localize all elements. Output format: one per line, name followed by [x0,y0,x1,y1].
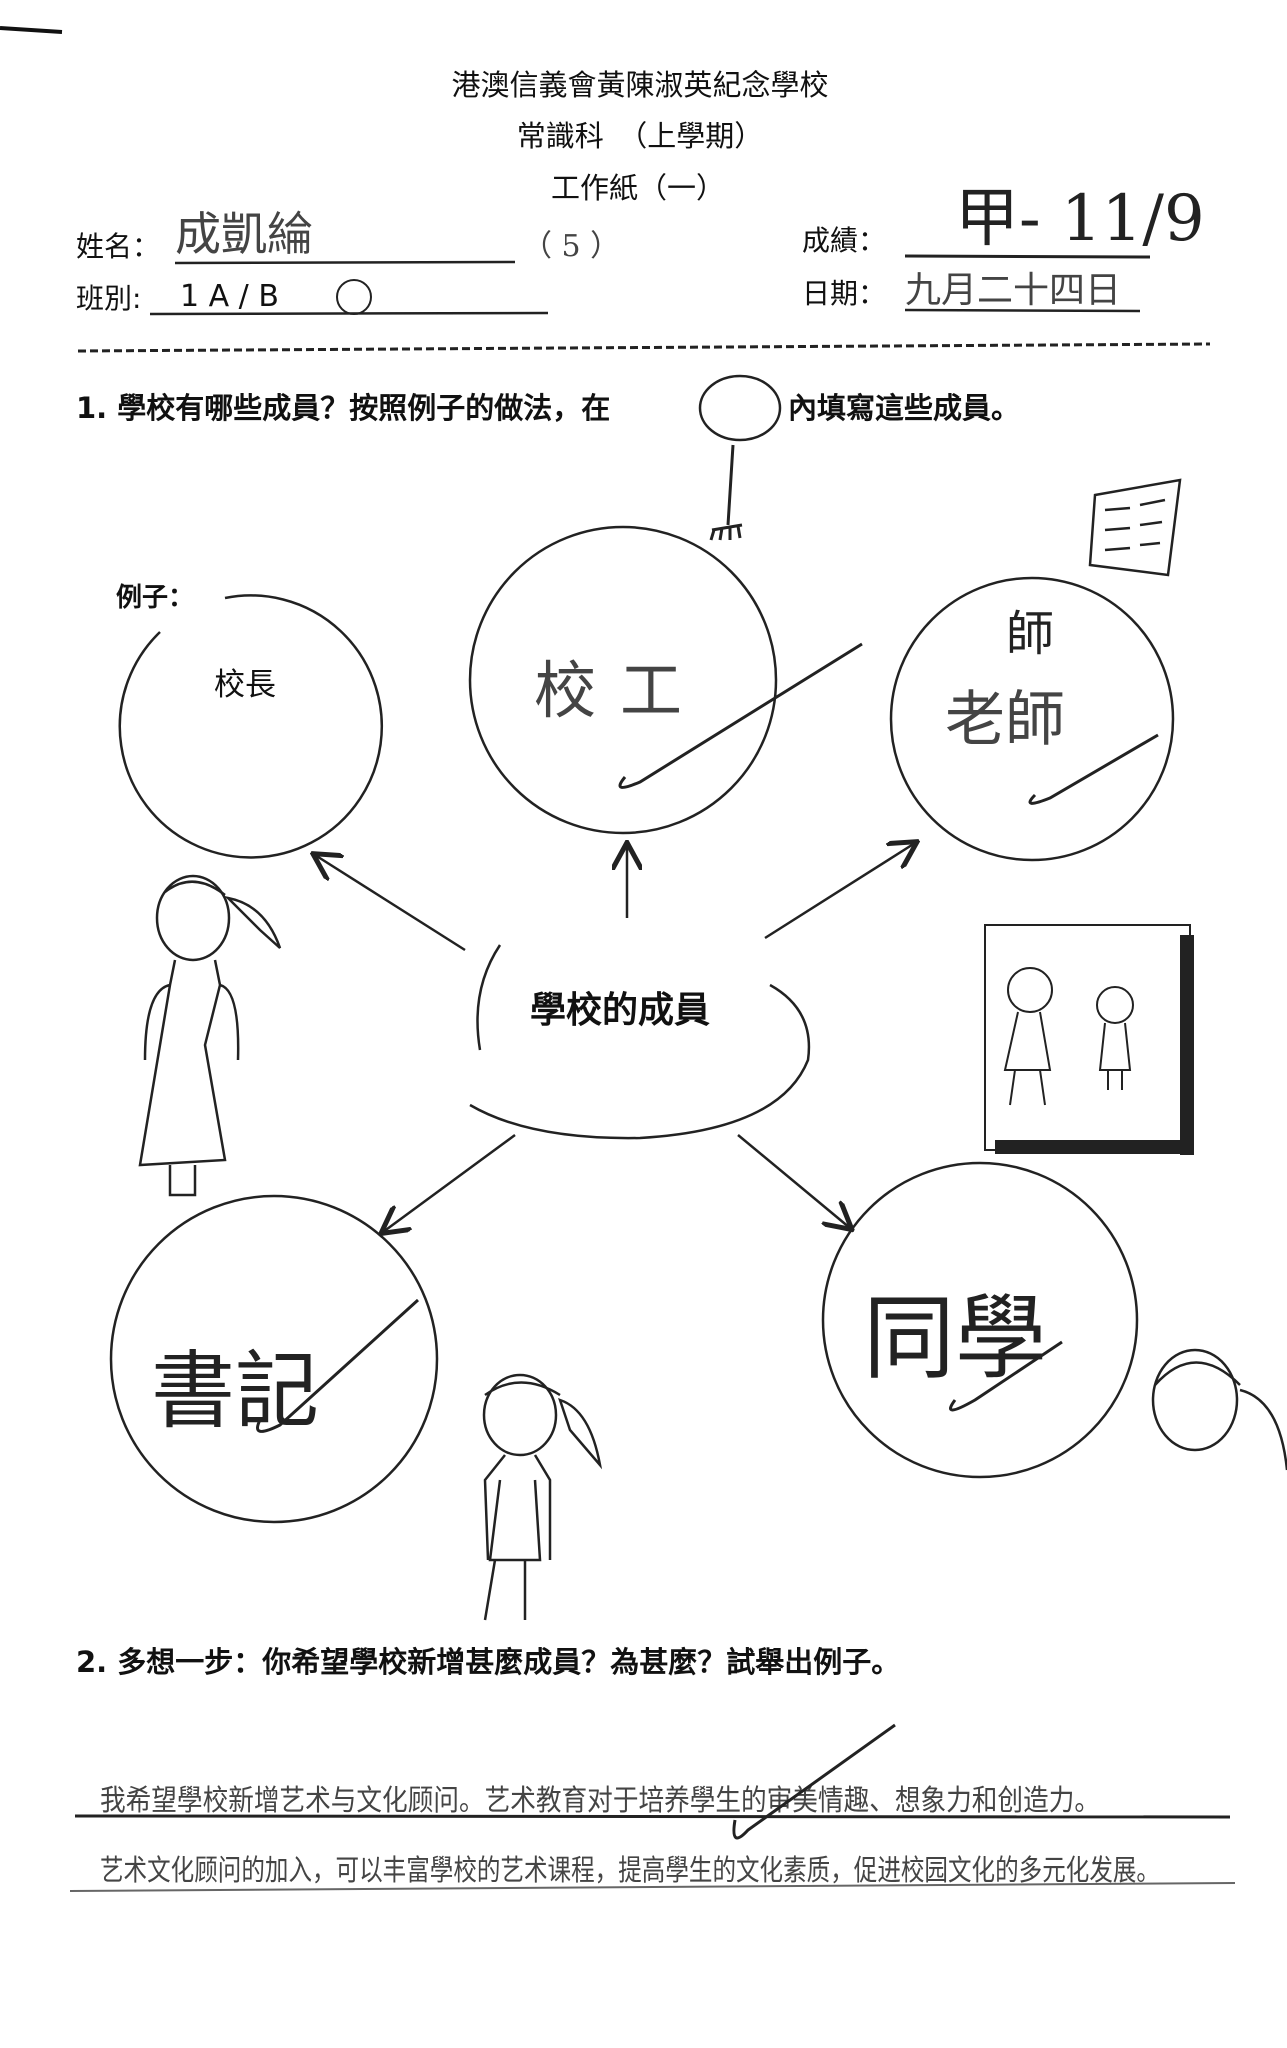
question2-prompt: 2. 多想一步：你希望學校新增甚麼成員？為甚麼？試舉出例子。 [76,1645,900,1679]
student-number[interactable]: （ 5 ） [522,229,620,264]
book-icon [1088,478,1182,577]
girl-drawing-bottom [482,1373,603,1621]
dashed-divider [77,342,1211,353]
answer-clerk[interactable]: 書記 [151,1342,319,1440]
girl-face-right [1151,1348,1287,1471]
question1-prompt: 1. 學校有哪些成員？按照例子的做法，在 [76,391,610,425]
question1-prompt-end: 內填寫這些成員。 [788,391,1020,425]
center-cloud [469,944,811,1140]
checkmark-icon [732,1723,896,1840]
checkmark-icon [618,642,863,789]
girl-drawing-left [138,874,282,1197]
example-answer: 校長 [214,667,276,703]
subject-term: 常識科 （上學期） [517,119,764,153]
grade-underline [904,254,1151,259]
name-label: 姓名： [76,230,160,263]
date-label: 日期： [802,277,886,310]
class-underline [149,311,549,316]
checkmark-icon [949,1340,1063,1412]
answer-classmate[interactable]: 同學 [863,1285,1047,1392]
checkmark-icon [1028,733,1159,805]
checkmark-icon [256,1298,420,1433]
class-value[interactable]: 1 A / B [180,279,279,314]
prompt-circle-icon [698,374,782,442]
example-circle [118,594,383,859]
grade-value[interactable]: 甲- 11/9 [955,182,1205,256]
answer-line-1[interactable]: 我希望學校新增艺术与文化顾问。艺术教育对于培养學生的审美情趣、想象力和创造力。 [100,1783,1100,1817]
grade-label: 成績： [802,224,886,257]
circle-clerk [109,1194,439,1524]
children-picture [984,924,1194,1155]
center-label: 學校的成員 [530,990,710,1031]
answer-underline-1 [74,1814,1231,1819]
name-value[interactable]: 成凱綸 [175,207,313,261]
class-label: 班別: [76,282,141,315]
circle-classmate [821,1161,1139,1479]
class-b-circle [336,279,372,315]
answer-janitor[interactable]: 校工 [534,654,706,727]
rake-icon [709,444,743,541]
answer-teacher[interactable]: 老師 [945,685,1065,755]
answer-underline-2 [69,1882,1236,1892]
answer-line-2[interactable]: 艺术文化顾问的加入，可以丰富學校的艺术课程，提高學生的文化素质，促进校园文化的多… [100,1853,1160,1887]
example-label: 例子： [116,583,194,613]
correction-char: 師 [1006,606,1054,662]
date-value[interactable]: 九月二十四日 [905,270,1121,311]
arrows [315,843,915,1232]
circle-teacher [889,576,1175,862]
date-underline [904,308,1141,313]
scan-mark [0,26,63,34]
school-name: 港澳信義會黃陳淑英紀念學校 [451,68,828,102]
circle-janitor [468,525,778,835]
worksheet-title: 工作紙（一） [551,171,725,205]
name-underline [174,260,516,265]
